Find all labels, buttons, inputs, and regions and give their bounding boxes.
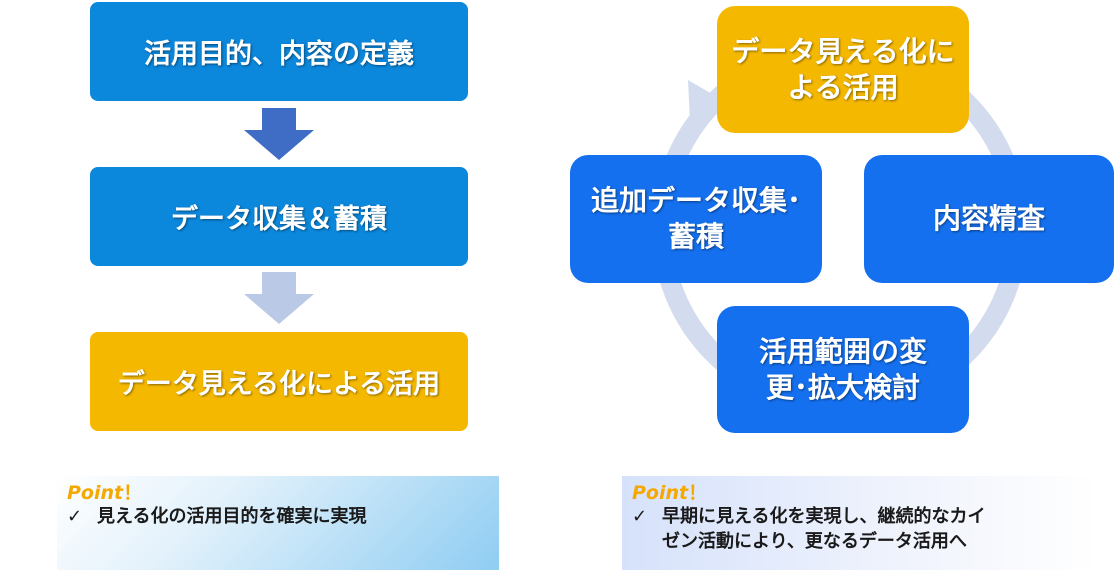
point-box-left: Point！ ✓ 見える化の活用目的を確実に実現 [57, 476, 499, 570]
point-title: Point！ [632, 482, 708, 504]
cycle-visualize-use: データ見える化に よる活用 [717, 6, 969, 133]
point-item: ✓ 見える化の活用目的を確実に実現 [67, 504, 489, 529]
check-icon: ✓ [632, 506, 648, 527]
point-title: Point！ [67, 482, 143, 504]
check-icon: ✓ [67, 506, 83, 527]
down-arrow-light-icon [244, 272, 314, 324]
cycle-additional-collection: 追加データ収集･ 蓄積 [570, 155, 822, 283]
cycle-scope-review: 活用範囲の変 更･拡大検討 [717, 306, 969, 433]
cycle-arrowhead-icon [688, 80, 726, 122]
down-arrow-icon [244, 108, 314, 160]
point-text: 見える化の活用目的を確実に実現 [97, 506, 367, 527]
cycle-content-review: 内容精査 [864, 155, 1114, 283]
point-text: 早期に見える化を実現し、継続的なカイ ゼン活動により、更なるデータ活用へ [662, 506, 986, 552]
flow-step-visualize-use: データ見える化による活用 [90, 332, 468, 431]
flow-step-define-purpose: 活用目的、内容の定義 [90, 2, 468, 101]
point-box-right: Point！ ✓ 早期に見える化を実現し、継続的なカイ ゼン活動により、更なるデ… [622, 476, 1098, 570]
flow-step-collect-store: データ収集＆蓄積 [90, 167, 468, 266]
point-item: ✓ 早期に見える化を実現し、継続的なカイ ゼン活動により、更なるデータ活用へ [632, 504, 1088, 554]
